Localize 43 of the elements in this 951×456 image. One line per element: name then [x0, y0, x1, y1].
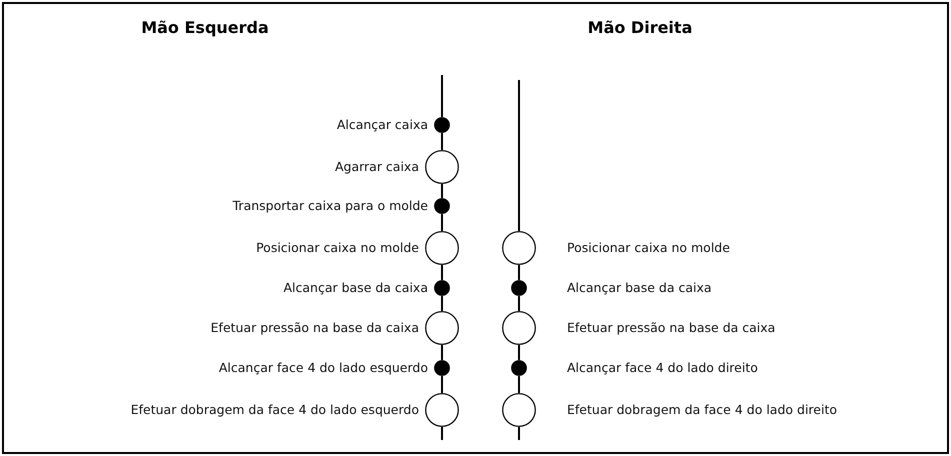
column-heading: Mão Direita — [588, 18, 692, 37]
step-description: Efetuar pressão na base da caixa — [567, 320, 776, 336]
flow-line — [518, 296, 520, 311]
flow-line — [441, 376, 443, 393]
operation-circle — [425, 150, 459, 184]
step-description: Posicionar caixa no molde — [256, 240, 419, 256]
flow-line — [441, 345, 443, 360]
operation-circle — [425, 231, 459, 265]
transport-dot — [511, 360, 527, 376]
flow-line — [441, 184, 443, 198]
flow-line — [441, 296, 443, 311]
operation-circle — [425, 311, 459, 345]
flow-line — [518, 265, 520, 280]
flow-line — [518, 80, 520, 231]
step-description: Efetuar dobragem da face 4 do lado esquerdo — [130, 402, 419, 418]
step-description: Alcançar face 4 do lado direito — [567, 360, 758, 376]
operation-circle — [502, 393, 536, 427]
operation-circle — [502, 231, 536, 265]
flow-line — [441, 427, 443, 440]
step-description: Alcançar caixa — [336, 117, 428, 133]
flow-line — [441, 133, 443, 150]
operation-circle — [425, 393, 459, 427]
step-description: Posicionar caixa no molde — [567, 240, 730, 256]
step-description: Transportar caixa para o molde — [232, 198, 428, 214]
step-description: Agarrar caixa — [334, 159, 419, 175]
flow-line — [518, 345, 520, 360]
step-description: Alcançar base da caixa — [567, 280, 712, 296]
step-description: Alcançar base da caixa — [283, 280, 428, 296]
flow-line — [441, 265, 443, 280]
flow-line — [441, 75, 443, 117]
flow-line — [441, 214, 443, 231]
step-description: Alcançar face 4 do lado esquerdo — [218, 360, 428, 376]
transport-dot — [434, 198, 450, 214]
transport-dot — [511, 280, 527, 296]
operation-circle — [502, 311, 536, 345]
flow-line — [518, 427, 520, 440]
flow-line — [518, 376, 520, 393]
transport-dot — [434, 280, 450, 296]
transport-dot — [434, 360, 450, 376]
step-description: Efetuar dobragem da face 4 do lado direito — [567, 402, 837, 418]
column-heading: Mão Esquerda — [141, 18, 269, 37]
step-description: Efetuar pressão na base da caixa — [210, 320, 419, 336]
transport-dot — [434, 117, 450, 133]
